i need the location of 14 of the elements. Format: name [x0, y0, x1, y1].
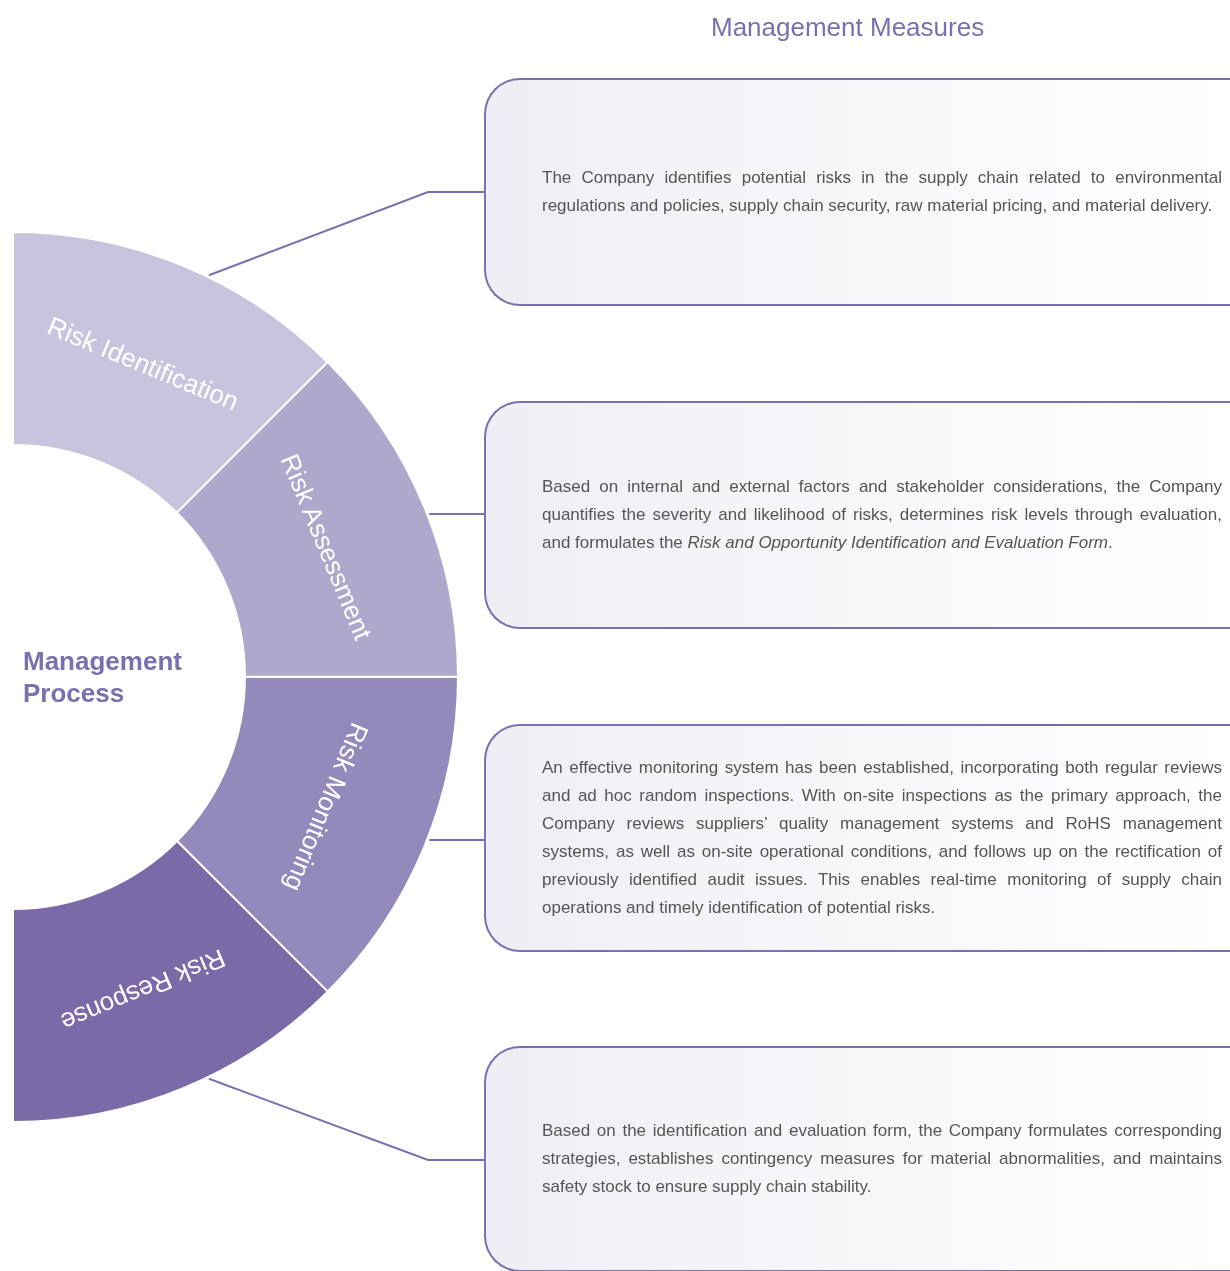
- connector-line: [207, 1077, 485, 1161]
- section-heading: Management Measures: [711, 11, 985, 44]
- card-text: The Company identifies potential risks in the supply chain related to environmental regulations and policies, supply chain security, raw material pricing, and material delivery.: [542, 167, 1222, 217]
- text-card: [484, 401, 1230, 629]
- text-card: [484, 1046, 1230, 1271]
- text-card: [484, 724, 1230, 952]
- connector-line: [207, 191, 485, 277]
- connector-line: [428, 839, 485, 842]
- card-text: Based on internal and external factors and stakeholder considerations, the Company quantifies the severity and likelihood of risks, determines risk levels through evaluation, and formulates the Risk and Opportunity Identification and Evaluation Form.: [542, 476, 1222, 554]
- card-text: An effective monitoring system has been established, incorporating both regular reviews and ad hoc random inspections. With on-site inspections as the primary approach, the Company reviews suppliers’ quality management systems and RoHS management systems, as well as on-site operational conditions, and follows up on the rectification of previously identified audit issues. This enables real-time monitoring of supply chain operations and timely identification of potential risks.: [542, 757, 1222, 919]
- card-text: Based on the identification and evaluation form, the Company formulates corresponding strategies, establishes contingency measures for material abnormalities, and maintains safety stock to ensure supply chain stability.: [542, 1120, 1222, 1198]
- text-card: [484, 78, 1230, 306]
- center-label: Management Process: [23, 645, 183, 709]
- connector-line: [428, 512, 485, 515]
